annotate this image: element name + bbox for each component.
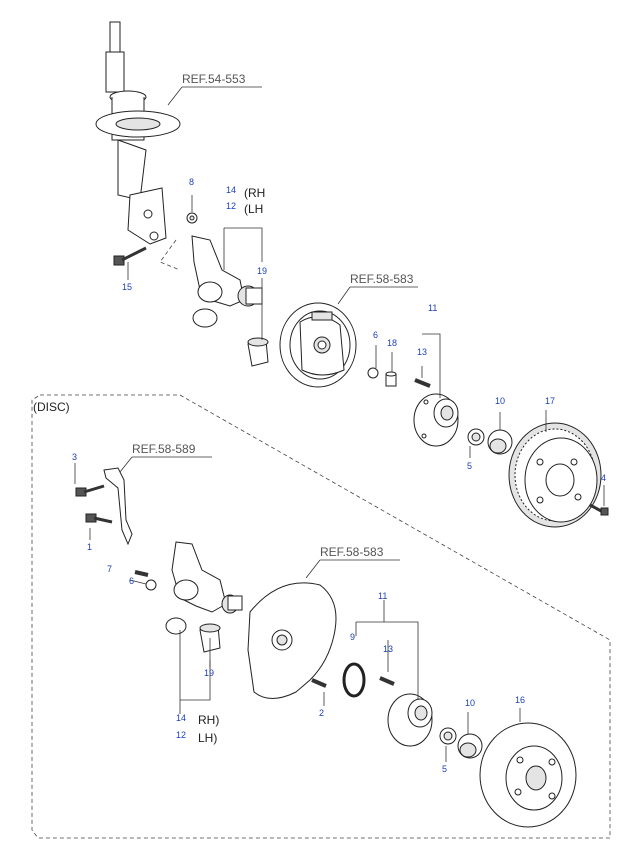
bolt-13-top (414, 378, 431, 388)
part-number-label: 16 (515, 695, 525, 705)
part-number-label: 11 (378, 591, 387, 601)
side-label-rh-top: (RH (244, 186, 265, 200)
screw-4 (589, 503, 609, 516)
bolt-15 (113, 246, 147, 266)
nut-8 (186, 212, 198, 224)
part-number-label: 18 (387, 338, 397, 348)
part-number-label: 13 (417, 347, 427, 357)
disc-section-label: (DISC) (33, 400, 70, 414)
nut-5-top (467, 428, 485, 446)
cap-10-top (487, 429, 513, 455)
part-number-label: 11 (428, 303, 437, 313)
bolt-18 (385, 371, 397, 387)
hub-11-disc (387, 693, 433, 747)
side-label-lh-bottom: LH) (198, 731, 217, 745)
washer-6-top (367, 367, 379, 379)
drum-brake-backing-plate (279, 302, 357, 388)
part-number-label: 5 (442, 764, 447, 774)
part-number-label: 10 (465, 698, 475, 708)
dust-shield (247, 582, 337, 699)
side-label-rh-bottom: RH) (198, 713, 219, 727)
hub-11-top (413, 393, 459, 447)
leader-lines-top (127, 86, 605, 506)
bolt-13-disc (379, 676, 395, 686)
part-number-label: 7 (107, 564, 112, 574)
bolt-7 (134, 570, 149, 577)
part-number-label: 10 (495, 396, 505, 406)
side-label-lh-top: (LH (244, 202, 263, 216)
knuckle-disc (165, 541, 243, 635)
leader-lines-bottom (74, 456, 521, 762)
ref-label-strut: REF.54-553 (182, 72, 246, 86)
washer-6-disc (145, 579, 157, 591)
part-number-label: 17 (545, 396, 555, 406)
nut-5-disc (439, 727, 457, 745)
abs-sensor (75, 467, 133, 546)
part-number-label: 19 (204, 668, 214, 678)
part-number-label: 5 (467, 461, 472, 471)
part-number-label: 19 (257, 266, 267, 276)
tone-ring-9 (342, 662, 366, 698)
strut-assembly (95, 21, 181, 245)
part-number-label: 4 (601, 473, 606, 483)
part-number-label: 12 (226, 201, 236, 211)
knuckle-top (159, 235, 263, 328)
brake-drum-17 (508, 422, 602, 528)
brake-disc-16 (479, 722, 577, 828)
part-number-label: 14 (226, 185, 236, 195)
part-number-label: 14 (176, 713, 186, 723)
disc-section-border (31, 394, 611, 839)
part-number-label: 6 (373, 330, 378, 340)
part-number-label: 6 (129, 576, 134, 586)
cap-10-disc (457, 733, 483, 759)
bolt-2 (311, 678, 327, 688)
bushing-19-top (247, 337, 269, 367)
part-number-label: 3 (72, 452, 77, 462)
part-number-label: 8 (189, 177, 194, 187)
part-number-label: 2 (319, 708, 324, 718)
part-number-label: 12 (176, 730, 186, 740)
part-number-label: 9 (350, 632, 355, 642)
ref-label-disc-shield: REF.58-583 (320, 545, 384, 559)
ref-label-abs-sensor: REF.58-589 (132, 442, 196, 456)
ref-label-drum-backing: REF.58-583 (350, 272, 414, 286)
part-number-label: 13 (383, 644, 393, 654)
part-number-label: 15 (122, 282, 132, 292)
part-number-label: 1 (87, 542, 92, 552)
